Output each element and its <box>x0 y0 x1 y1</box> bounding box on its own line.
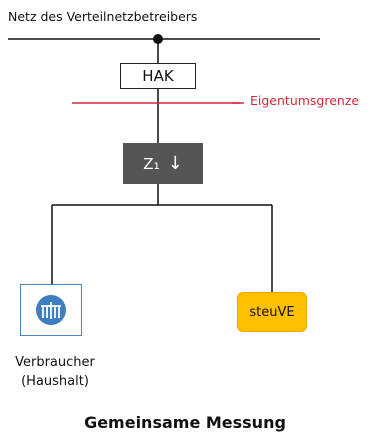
meter-label: Z₁ <box>143 154 160 173</box>
ownership-boundary-label: Eigentumsgrenze <box>250 93 360 108</box>
steuve-device-box: steuVE <box>237 292 307 332</box>
household-consumer-label: Verbraucher (Haushalt) <box>2 353 108 391</box>
household-label-line2: (Haushalt) <box>21 374 89 389</box>
down-arrow-icon: ↓ <box>167 153 183 174</box>
network-operator-label: Netz des Verteilnetzbetreibers <box>8 9 198 24</box>
diagram-caption: Gemeinsame Messung <box>84 413 286 432</box>
hak-label: HAK <box>142 67 174 85</box>
steuve-label: steuVE <box>249 304 295 320</box>
meter-z1-box: Z₁ ↓ <box>123 143 203 184</box>
hak-box: HAK <box>120 63 196 89</box>
household-label-line1: Verbraucher <box>15 355 95 370</box>
household-consumer-icon <box>20 284 82 336</box>
household-symbol <box>36 295 66 325</box>
